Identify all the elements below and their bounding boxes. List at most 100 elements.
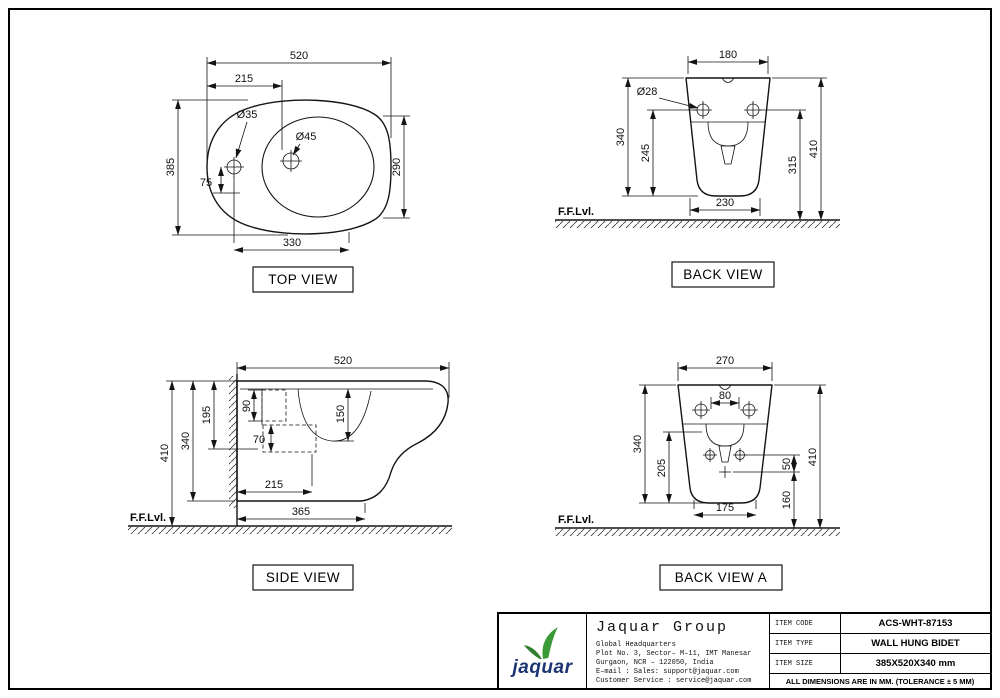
dim-back-rim-floor: 315 — [760, 109, 806, 221]
dim-text: 385 — [165, 158, 177, 176]
dim-top-right-depth: 290 — [383, 115, 410, 219]
side-view: F.F.Lvl. 520 90 — [128, 355, 452, 591]
item-size-label: ITEM SIZE — [770, 654, 841, 673]
dim-side-total-height: 410 — [159, 380, 237, 527]
dim-side-base-depth: 365 — [236, 503, 366, 522]
dim-text: 270 — [716, 355, 734, 367]
dim-text: 175 — [716, 502, 734, 514]
bowl-arch — [705, 423, 745, 447]
dim-text: 315 — [787, 156, 799, 174]
caption-box — [252, 266, 354, 293]
item-size-value: 385X520X340 mm — [875, 658, 956, 669]
dim-text: 410 — [807, 448, 819, 466]
dim-side-body-height: 340 — [180, 380, 235, 502]
floor-hatch — [128, 527, 452, 534]
dim-backa-offset-upper: 50 — [746, 454, 800, 473]
dim-backa-top-width: 270 — [677, 355, 773, 381]
dim-text: 195 — [201, 406, 213, 424]
dim-top-hole-offset: 75 — [200, 166, 240, 194]
dim-backa-total-height: 410 — [774, 384, 826, 529]
dim-text: 80 — [719, 390, 731, 402]
dim-back-total-height: 410 — [772, 77, 827, 221]
top-view: 520 215 Ø35 Ø45 385 — [165, 50, 410, 293]
top-view-caption: TOP VIEW — [252, 266, 354, 293]
dim-text: Ø28 — [637, 86, 658, 98]
dim-back-top-width: 180 — [687, 49, 769, 74]
view-label: SIDE VIEW — [266, 570, 340, 585]
floor-hatch — [555, 221, 840, 228]
dim-text: 75 — [200, 177, 212, 189]
drain-outline — [720, 145, 736, 165]
dim-text: 150 — [335, 405, 347, 423]
dim-top-hole-left: Ø35 — [235, 109, 258, 159]
faucet-hole-left — [224, 157, 244, 177]
mount-hole-left — [692, 401, 710, 419]
drain-center-mark — [719, 466, 731, 478]
inlet-notch — [721, 77, 735, 83]
dim-text: 520 — [334, 355, 352, 367]
wall-hatch — [229, 376, 237, 508]
item-code-row: ITEM CODE ACS-WHT-87153 — [770, 614, 990, 634]
dim-text: Ø45 — [296, 131, 317, 143]
top-view-bowl — [261, 116, 375, 218]
mount-hole-right — [740, 401, 758, 419]
item-size-row: ITEM SIZE 385X520X340 mm — [770, 654, 990, 674]
back-view: F.F.Lvl. 180 Ø28 — [555, 49, 840, 288]
dim-backa-hole-spacing: 80 — [710, 390, 740, 409]
address-line: Global Headquarters — [596, 641, 676, 649]
dim-top-overall-depth: 385 — [165, 99, 288, 236]
dim-text: 340 — [180, 432, 192, 450]
dim-text: 410 — [159, 444, 171, 462]
water-trap — [262, 424, 317, 453]
back-view-a-outline — [677, 384, 773, 504]
company-name: Jaquar Group — [596, 619, 729, 636]
view-label: BACK VIEW A — [675, 570, 768, 585]
company-address: Global Headquarters Plot No. 3, Sector– … — [596, 641, 765, 686]
dim-text: Ø35 — [237, 109, 258, 121]
bowl-section — [297, 388, 372, 442]
item-type-value: WALL HUNG BIDET — [871, 638, 960, 649]
view-label: BACK VIEW — [683, 267, 763, 282]
dim-side-back-depth: 195 — [201, 380, 258, 450]
dim-back-body-height: 340 — [615, 77, 698, 197]
faucet-hole-center — [280, 150, 302, 172]
title-block: jaquar Jaquar Group Global Headquarters … — [497, 612, 992, 690]
dim-text: 160 — [781, 491, 793, 509]
inlet-notch — [718, 384, 732, 390]
caption-box — [671, 261, 775, 288]
dim-side-bowl-depth: 150 — [335, 388, 354, 442]
dim-side-trap-depth: 215 — [236, 454, 313, 495]
dim-text: 340 — [632, 435, 644, 453]
company-info: Jaquar Group Global Headquarters Plot No… — [587, 614, 770, 688]
item-fields: ITEM CODE ACS-WHT-87153 ITEM TYPE WALL H… — [770, 614, 990, 688]
caption-box — [252, 564, 354, 591]
dim-text: 365 — [292, 506, 310, 518]
dim-top-hole-center: Ø45 — [292, 131, 317, 156]
floor-hatch — [555, 529, 840, 536]
dim-text: 340 — [615, 128, 627, 146]
item-code-label: ITEM CODE — [770, 614, 841, 633]
address-line: Plot No. 3, Sector– M–11, IMT Manesar — [596, 650, 752, 658]
back-view-a: F.F.Lvl. — [555, 355, 840, 591]
back-view-caption: BACK VIEW — [671, 261, 775, 288]
mount-hole-left — [694, 101, 712, 119]
dim-side-inlet-height: 90 — [241, 389, 262, 422]
dim-text: 215 — [265, 479, 283, 491]
dim-back-mount-hole: Ø28 — [637, 86, 699, 109]
side-view-outline — [236, 380, 449, 502]
dim-back-mid-height: 245 — [640, 109, 696, 197]
dim-text: 330 — [283, 237, 301, 249]
dim-text: 90 — [241, 400, 253, 412]
ffl-label: F.F.Lvl. — [558, 514, 594, 526]
dim-backa-body-height: 340 — [632, 384, 705, 504]
dim-side-trap-height: 70 — [253, 424, 274, 453]
dim-backa-bottom-width: 175 — [693, 500, 757, 518]
dim-text: 180 — [719, 49, 737, 61]
dim-text: 215 — [235, 73, 253, 85]
fixing-hole-left — [703, 448, 717, 462]
item-code-value: ACS-WHT-87153 — [878, 618, 953, 629]
inlet-channel — [261, 389, 287, 422]
dim-text: 205 — [656, 459, 668, 477]
